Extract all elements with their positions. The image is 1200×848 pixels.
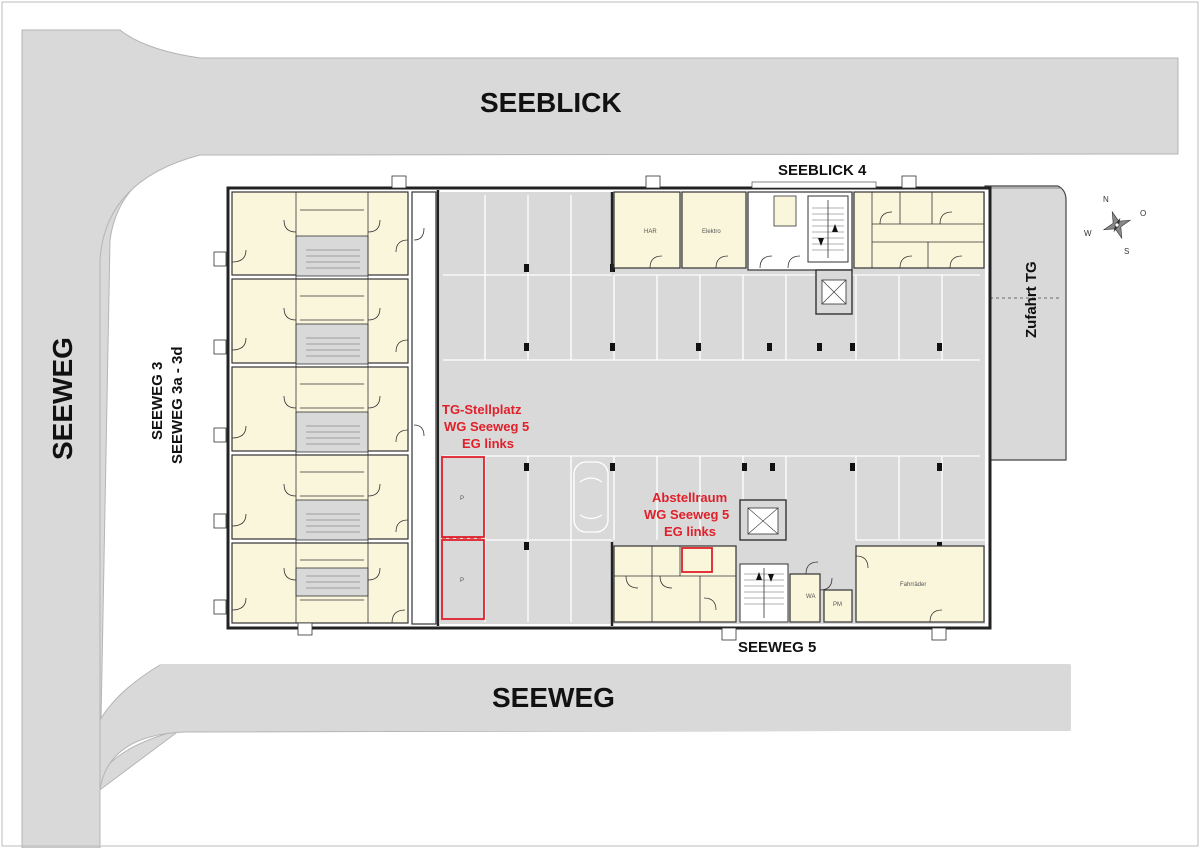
- compass-o: O: [1140, 209, 1146, 218]
- compass-w: W: [1084, 229, 1092, 238]
- bicycle-room: [855, 545, 985, 641]
- abstellraum-line-3: EG links: [664, 524, 716, 539]
- room-label-elektro: Elektro: [702, 229, 721, 235]
- car-icon: [573, 461, 609, 533]
- label-stellplatz: TG-Stellplatz WG Seeweg 5 EG links: [442, 402, 529, 451]
- abstellraum-line-2: WG Seeweg 5: [644, 507, 729, 522]
- stellplatz-line-1: TG-Stellplatz: [442, 402, 522, 417]
- parking-stalls: [443, 195, 985, 622]
- label-abstellraum: Abstellraum WG Seeweg 5 EG links: [644, 490, 729, 539]
- compass-n: N: [1103, 195, 1109, 204]
- highlight-stellplatz: [441, 456, 485, 620]
- core-seeblick-4: [747, 181, 877, 315]
- address-zufahrt-tg: Zufahrt TG: [1023, 261, 1040, 338]
- parking-p-2: P: [460, 578, 464, 584]
- street-network: [21, 29, 1179, 848]
- stellplatz-line-3: EG links: [462, 436, 514, 451]
- room-label-pm: PM: [833, 602, 842, 608]
- room-label-wa: WA: [806, 594, 815, 600]
- core-seeweg-5: [613, 499, 853, 641]
- abstellraum-line-1: Abstellraum: [652, 490, 727, 505]
- compass-s: S: [1124, 247, 1129, 256]
- left-wing-units: [213, 175, 409, 636]
- room-label-fahrraeder: Fahrräder: [900, 582, 926, 588]
- address-seeweg-5: SEEWEG 5: [738, 639, 816, 656]
- address-seeblick-4: SEEBLICK 4: [778, 162, 867, 179]
- parking-p-1: P: [460, 496, 464, 502]
- top-rooms: [613, 175, 747, 269]
- top-right-rooms: [853, 175, 985, 269]
- room-label-har: HAR: [644, 229, 657, 235]
- address-seeweg-3a-3d: SEEWEG 3a - 3d: [169, 346, 186, 464]
- street-label-seeweg-south: SEEWEG: [492, 682, 615, 713]
- address-seeweg-3: SEEWEG 3: [149, 362, 166, 440]
- highlight-abstellraum: [681, 547, 713, 573]
- street-label-seeweg-west: SEEWEG: [47, 337, 78, 460]
- street-label-seeblick: SEEBLICK: [480, 87, 622, 118]
- left-corridor: [411, 191, 437, 625]
- compass-rose-icon: [1102, 210, 1132, 240]
- stellplatz-line-2: WG Seeweg 5: [444, 419, 529, 434]
